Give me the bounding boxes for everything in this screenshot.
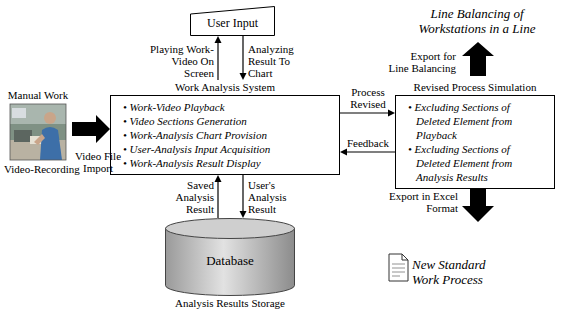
connector-line [242, 36, 243, 74]
connector [215, 36, 222, 80]
edge-label: Playing Work-Video On Screen [150, 43, 214, 79]
free-label: Export in Excel Format [388, 190, 458, 214]
photo-heading: Manual Work [4, 88, 72, 102]
cylinder-top [166, 219, 295, 239]
photo-window [12, 108, 26, 118]
block-arrow [72, 115, 110, 143]
process-box: Revised Process Simulation • Excluding Se… [395, 80, 555, 189]
free-label: Export for Line Balancing [388, 50, 456, 74]
cylinder-caption: Analysis Results Storage [165, 296, 295, 310]
edge-label: Process Revised [344, 86, 392, 110]
arrow-head [215, 175, 222, 182]
list-item: • User-Analysis Input Acquisition [123, 142, 331, 156]
list-item: • Work-Video Playback [123, 100, 331, 114]
list-item: • Work-Analysis Chart Provision [123, 128, 331, 142]
connector [215, 175, 222, 218]
arrow-head [388, 110, 395, 117]
edge-label: User's Analysis Result [248, 179, 296, 215]
export-up-arrow [462, 42, 494, 76]
free-label: Line Balancing of Workstations in a Line [402, 6, 552, 36]
arrow-head [215, 36, 222, 43]
box-frame: • Work-Video Playback• Video Sections Ge… [110, 95, 340, 175]
box-heading: Work Analysis System [110, 80, 340, 94]
photo-source: Manual WorkVideo-Recording [4, 88, 72, 176]
free-label: New Standard Work Process [412, 257, 512, 287]
database-cylinder: DatabaseAnalysis Results Storage [165, 218, 295, 310]
list-item: • Video Sections Generation [123, 114, 331, 128]
connector [340, 149, 395, 156]
connector [240, 36, 247, 80]
connector-line [217, 42, 218, 80]
process-box: Work Analysis System• Work-Video Playbac… [110, 80, 340, 175]
connector [340, 110, 395, 117]
cylinder-text: Database [165, 218, 295, 268]
arrow-head [240, 73, 247, 80]
connector [240, 175, 247, 218]
edge-label: Saved Analysis Result [166, 179, 214, 215]
connector-line [242, 175, 243, 212]
document-fold [402, 254, 408, 260]
connector-line [346, 151, 395, 152]
photo-space [4, 102, 72, 162]
connector-line [340, 112, 389, 113]
document-lines [392, 264, 405, 276]
arrow-head [340, 149, 347, 156]
edge-label: Analyzing Result To Chart [248, 43, 300, 79]
photo-worker-arm [34, 134, 45, 145]
photo-worker-head [44, 112, 56, 124]
photo-caption: Video-Recording [4, 162, 72, 176]
photo-equipment [14, 130, 32, 142]
cylinder-body: Database [165, 218, 295, 296]
connector-line [217, 181, 218, 218]
work-photo [10, 104, 66, 160]
manual-input-box: User Input [190, 6, 275, 36]
box-text: User Input [190, 6, 275, 30]
edge-label: Video File Import [72, 150, 124, 174]
edge-label: Feedback [344, 137, 392, 149]
list-item: • Excluding Sections of Deleted Element … [408, 142, 546, 184]
photo-worker-body [40, 127, 62, 160]
box-heading: Revised Process Simulation [395, 80, 555, 94]
list-item: • Excluding Sections of Deleted Element … [408, 100, 546, 142]
photo-frame [10, 104, 66, 160]
manual-input-outline [191, 7, 275, 36]
box-frame: • Excluding Sections of Deleted Element … [395, 95, 555, 189]
document-icon [389, 254, 408, 281]
arrow-head [240, 211, 247, 218]
connector [72, 115, 110, 143]
photo-wall [10, 104, 66, 124]
photo-background [10, 104, 66, 160]
document-page [389, 254, 408, 281]
list-item: • Work-Analysis Result Display [123, 156, 331, 170]
